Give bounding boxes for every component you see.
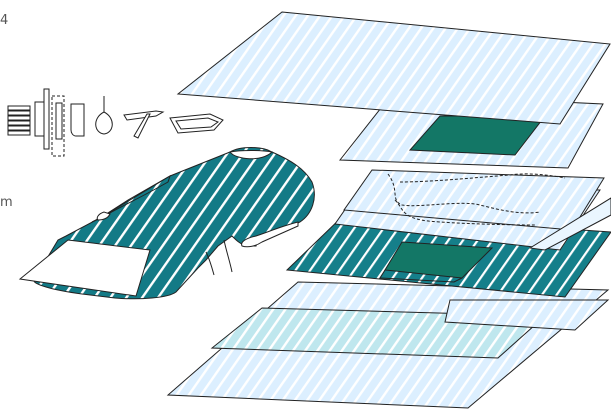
forceps-icon xyxy=(124,111,163,138)
wrapped-instrument-icon xyxy=(35,89,64,156)
white-towel xyxy=(20,240,150,296)
pouch-icon xyxy=(71,104,84,136)
bulb-syringe-icon xyxy=(96,96,113,134)
instrument-set xyxy=(8,89,223,156)
tray-icon xyxy=(170,114,223,133)
gauze-stack-icon xyxy=(8,106,30,135)
bottom-large-drape-sheet xyxy=(168,282,608,408)
top-large-drape-sheet xyxy=(178,12,610,124)
